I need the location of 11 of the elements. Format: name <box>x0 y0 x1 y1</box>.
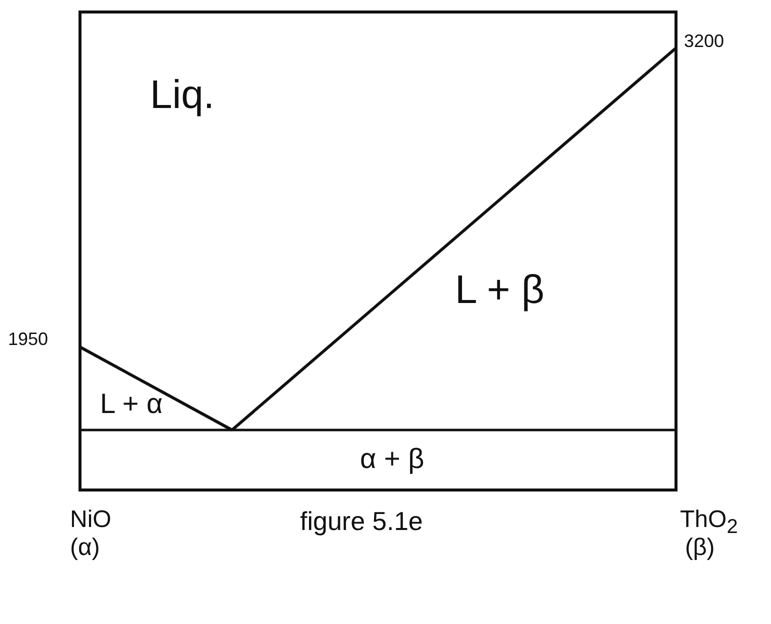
temperature-label: 3200 <box>684 32 724 50</box>
figure-caption: figure 5.1e <box>300 508 423 534</box>
temperature-label: 1950 <box>8 330 48 348</box>
phase-region-label: L + β <box>455 270 544 310</box>
phase-region-label: L + α <box>100 390 163 418</box>
component-label: NiO <box>70 508 112 532</box>
component-label: (β) <box>685 536 715 560</box>
phase-region-label: α + β <box>360 445 424 473</box>
component-label: ThO$_{2}$ <box>680 508 738 537</box>
component-label: (α) <box>70 536 100 560</box>
phase-region-label: Liq. <box>150 75 214 115</box>
